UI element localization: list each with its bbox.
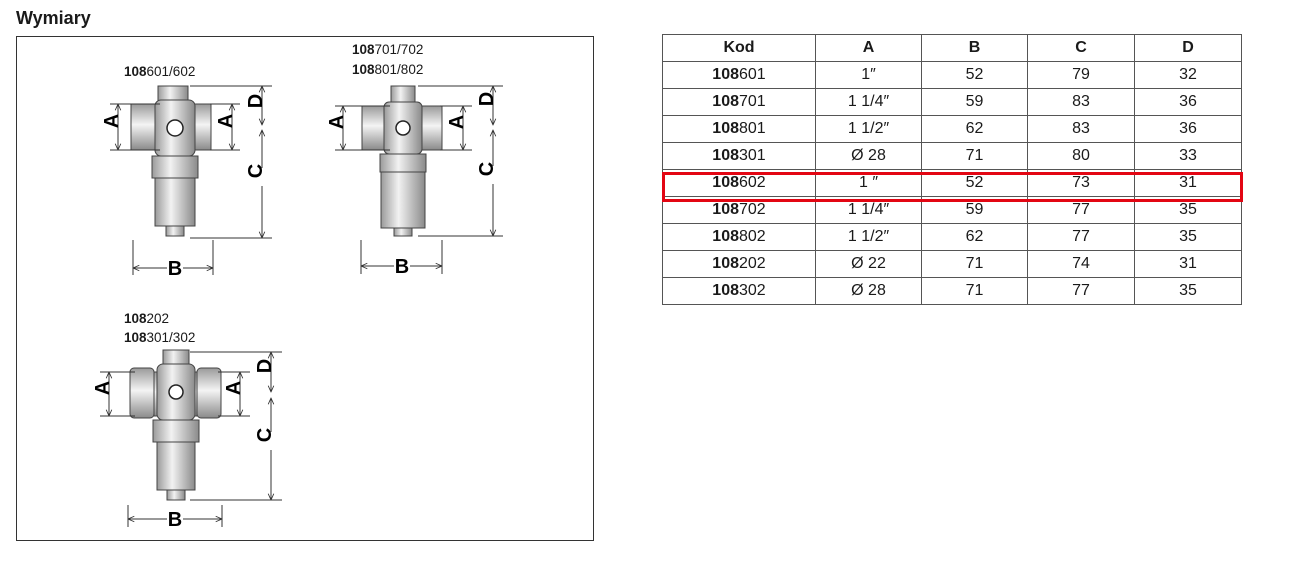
cell-a: 1 1/4″	[815, 196, 922, 224]
valve-drawing-3	[129, 349, 222, 501]
dim-label-d-3: D	[254, 359, 276, 373]
cell-a: Ø 22	[815, 250, 922, 278]
dim-label-a-2-left: A	[326, 115, 348, 129]
cell-a: 1 1/2″	[815, 115, 922, 143]
cell-a: Ø 28	[815, 277, 922, 305]
cell-d: 31	[1134, 250, 1242, 278]
cell-c: 83	[1027, 88, 1135, 116]
cell-d: 36	[1134, 88, 1242, 116]
cell-b: 71	[921, 277, 1028, 305]
drawing-3-code-1: 108202	[124, 311, 170, 326]
cell-c: 77	[1027, 196, 1135, 224]
valve-drawing-2	[361, 85, 443, 237]
cell-a: 1 ″	[815, 169, 922, 197]
drawing-2-code-1: 108701/702	[352, 42, 424, 57]
dim-label-b-3: B	[168, 509, 182, 531]
column-header-d: D	[1134, 34, 1242, 62]
dimension-drawings-frame	[16, 36, 594, 541]
cell-a: 1″	[815, 61, 922, 89]
valve-drawing-1	[130, 85, 212, 237]
cell-c: 74	[1027, 250, 1135, 278]
cell-b: 62	[921, 115, 1028, 143]
cell-b: 71	[921, 250, 1028, 278]
dim-label-a-3-left: A	[92, 381, 114, 395]
column-header-b: B	[921, 34, 1028, 62]
dim-label-a-1-left: A	[101, 114, 123, 128]
section-title: Wymiary	[16, 8, 91, 28]
cell-a: 1 1/4″	[815, 88, 922, 116]
cell-d: 35	[1134, 277, 1242, 305]
cell-d: 32	[1134, 61, 1242, 89]
cell-d: 35	[1134, 223, 1242, 251]
cell-b: 59	[921, 196, 1028, 224]
dim-label-a-3-right: A	[223, 381, 245, 395]
cell-kod: 108301	[662, 142, 816, 170]
cell-kod: 108602	[662, 169, 816, 197]
drawing-2-code-2: 108801/802	[352, 62, 424, 77]
cell-d: 35	[1134, 196, 1242, 224]
drawing-1-code: 108601/602	[124, 64, 196, 79]
cell-kod: 108202	[662, 250, 816, 278]
dim-label-b-2: B	[395, 256, 409, 278]
dim-label-c-2: C	[476, 162, 498, 176]
cell-c: 73	[1027, 169, 1135, 197]
cell-d: 33	[1134, 142, 1242, 170]
column-header-a: A	[815, 34, 922, 62]
cell-d: 36	[1134, 115, 1242, 143]
cell-b: 62	[921, 223, 1028, 251]
cell-b: 59	[921, 88, 1028, 116]
cell-b: 52	[921, 169, 1028, 197]
cell-kod: 108701	[662, 88, 816, 116]
column-header-kod: Kod	[662, 34, 816, 62]
dim-label-d-1: D	[245, 94, 267, 108]
cell-kod: 108802	[662, 223, 816, 251]
dim-label-a-2-right: A	[446, 115, 468, 129]
cell-c: 83	[1027, 115, 1135, 143]
dim-lines-1	[110, 86, 272, 275]
cell-kod: 108601	[662, 61, 816, 89]
drawing-3-code-2: 108301/302	[124, 330, 196, 345]
cell-a: Ø 28	[815, 142, 922, 170]
dim-lines-2	[335, 86, 503, 274]
cell-d: 31	[1134, 169, 1242, 197]
cell-kod: 108702	[662, 196, 816, 224]
cell-c: 77	[1027, 277, 1135, 305]
column-header-c: C	[1027, 34, 1135, 62]
dim-label-c-3: C	[254, 428, 276, 442]
cell-c: 79	[1027, 61, 1135, 89]
dim-label-b-1: B	[168, 258, 182, 280]
cell-b: 52	[921, 61, 1028, 89]
cell-kod: 108801	[662, 115, 816, 143]
dim-label-a-1-right: A	[215, 114, 237, 128]
cell-b: 71	[921, 142, 1028, 170]
dim-label-d-2: D	[476, 92, 498, 106]
dim-label-c-1: C	[245, 164, 267, 178]
cell-a: 1 1/2″	[815, 223, 922, 251]
cell-c: 77	[1027, 223, 1135, 251]
cell-c: 80	[1027, 142, 1135, 170]
cell-kod: 108302	[662, 277, 816, 305]
table-header-row: Kod A B C D	[662, 34, 1242, 62]
